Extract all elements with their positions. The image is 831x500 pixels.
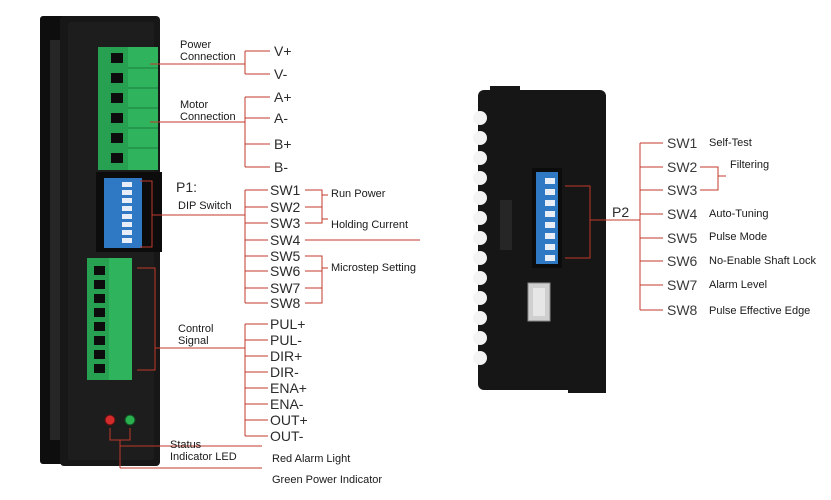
pin-out-minus: OUT- xyxy=(270,428,304,444)
power-motor-terminal-block xyxy=(98,47,158,170)
p1-label: P1: xyxy=(176,179,198,195)
p2-label: P2 xyxy=(612,204,630,220)
status-leds xyxy=(104,414,136,426)
control-label-line2: Signal xyxy=(178,335,209,347)
motor-label-line1: Motor xyxy=(180,99,209,111)
motor-label-line2: Connection xyxy=(180,111,236,123)
red-alarm-light-label: Red Alarm Light xyxy=(272,453,351,465)
pin-dir-plus: DIR+ xyxy=(270,348,303,364)
p1-dip-switch xyxy=(96,172,162,252)
green-power-led xyxy=(124,414,136,426)
pin-b-plus: B+ xyxy=(274,136,292,152)
p2-dip-switch xyxy=(532,168,562,268)
dip-sw7: SW7 xyxy=(270,280,301,296)
p2-sw5: SW5 xyxy=(667,230,698,246)
dip-sw5: SW5 xyxy=(270,248,301,264)
pulse-effective-edge-desc: Pulse Effective Edge xyxy=(709,305,811,317)
red-alarm-led xyxy=(104,414,116,426)
power-connection-label: Power Connection xyxy=(180,39,236,63)
dip-sw1: SW1 xyxy=(270,182,301,198)
pin-pul-minus: PUL- xyxy=(270,332,302,348)
dip-sw8: SW8 xyxy=(270,295,301,311)
dip-sw3: SW3 xyxy=(270,215,301,231)
status-label-line2: Indicator LED xyxy=(170,451,237,463)
p2-sw4: SW4 xyxy=(667,206,698,222)
pin-a-minus: A- xyxy=(274,110,288,126)
pin-a-plus: A+ xyxy=(274,89,292,105)
green-power-indicator-label: Green Power Indicator xyxy=(272,474,383,486)
filtering-desc: Filtering xyxy=(730,159,770,171)
status-label-line1: Status xyxy=(170,439,202,451)
leader-lines xyxy=(109,50,726,469)
pin-pul-plus: PUL+ xyxy=(270,316,306,332)
dip-sw6: SW6 xyxy=(270,263,301,279)
control-terminal-block xyxy=(87,258,132,380)
p2-sw8: SW8 xyxy=(667,302,698,318)
p2-sw7: SW7 xyxy=(667,277,698,293)
holding-current-note: Holding Current xyxy=(331,219,409,231)
no-enable-shaft-lock-desc: No-Enable Shaft Lock xyxy=(709,255,817,267)
alarm-level-desc: Alarm Level xyxy=(709,279,768,291)
pin-v-plus: V+ xyxy=(274,43,292,59)
self-test-desc: Self-Test xyxy=(709,137,752,149)
power-label-line1: Power xyxy=(180,39,212,51)
pin-dir-minus: DIR- xyxy=(270,364,299,380)
motor-connection-label: Motor Connection xyxy=(180,99,236,123)
p2-sw3: SW3 xyxy=(667,182,698,198)
pin-v-minus: V- xyxy=(274,66,288,82)
auto-tuning-desc: Auto-Tuning xyxy=(709,208,769,220)
pulse-mode-desc: Pulse Mode xyxy=(709,231,768,243)
dip-switch-label: DIP Switch xyxy=(178,200,232,212)
pin-ena-plus: ENA+ xyxy=(270,380,307,396)
power-label-line2: Connection xyxy=(180,51,236,63)
p2-sw2: SW2 xyxy=(667,159,698,175)
p2-connector-port xyxy=(527,282,551,322)
microstep-note: Microstep Setting xyxy=(331,262,416,274)
pin-out-plus: OUT+ xyxy=(270,412,308,428)
p2-sw6: SW6 xyxy=(667,253,698,269)
control-signal-label: Control Signal xyxy=(178,323,213,347)
p2-sw1: SW1 xyxy=(667,135,698,151)
control-label-line1: Control xyxy=(178,323,214,335)
run-power-note: Run Power xyxy=(331,188,386,200)
dip-sw4: SW4 xyxy=(270,232,301,248)
pin-b-minus: B- xyxy=(274,159,288,175)
pin-ena-minus: ENA- xyxy=(270,396,304,412)
dip-sw2: SW2 xyxy=(270,199,301,215)
status-indicator-label: Status Indicator LED xyxy=(170,439,237,463)
